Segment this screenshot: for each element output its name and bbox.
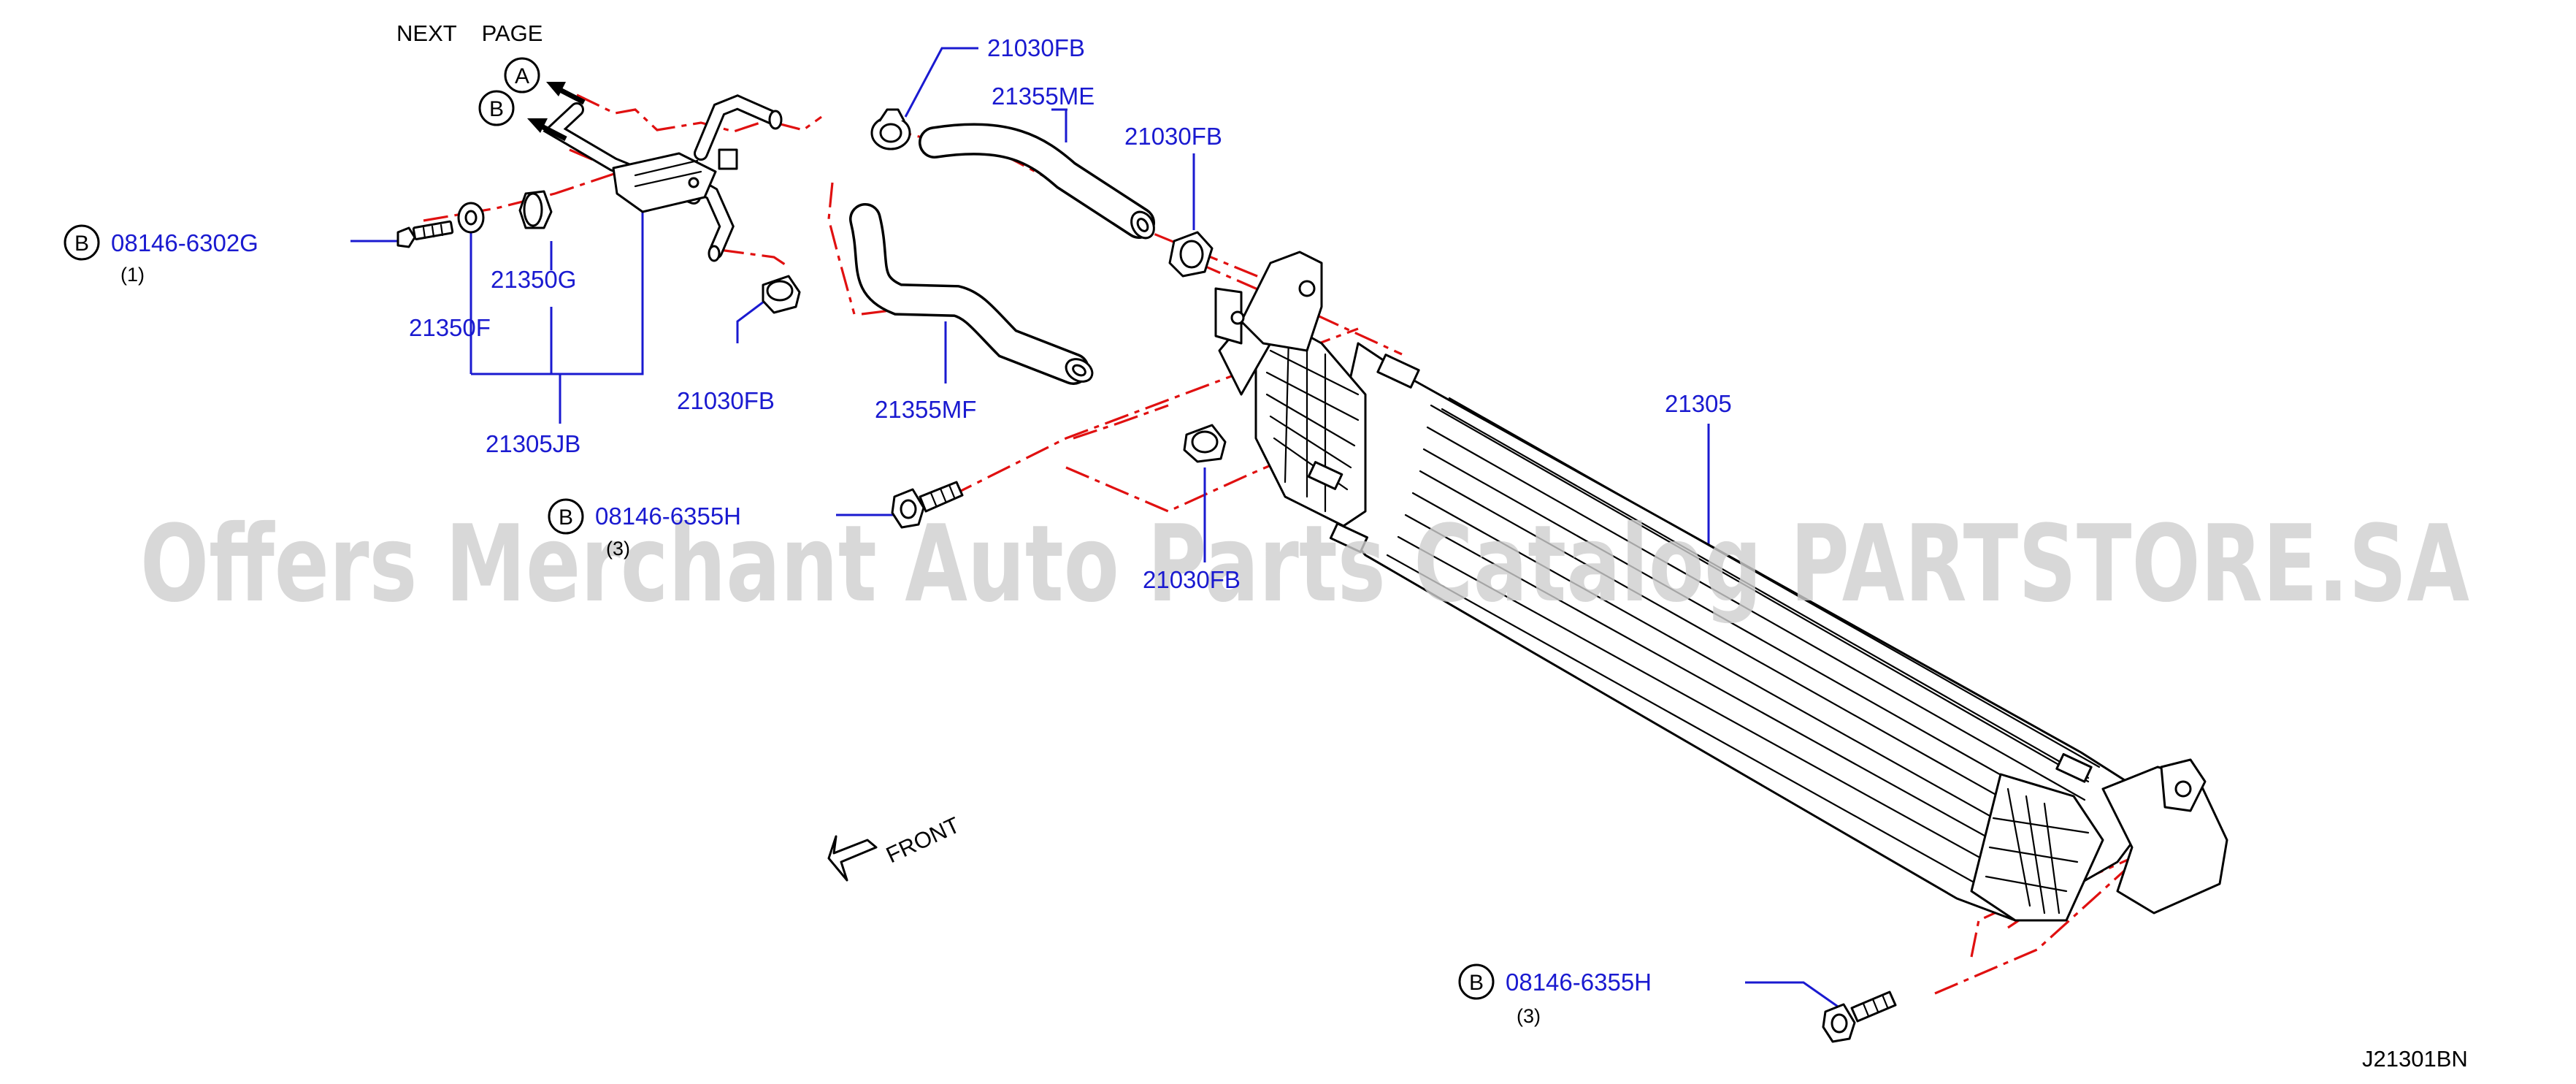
callout-21305jb[interactable]: 21305JB — [486, 430, 580, 457]
qty-08146-6302g: (1) — [120, 264, 145, 286]
next-page-arrows — [527, 82, 586, 142]
washer-21350f — [457, 202, 485, 234]
hose-clamp-bottom — [1183, 424, 1227, 463]
callout-08146-6302g[interactable]: 08146-6302G — [111, 229, 258, 256]
hose-clamp-top — [870, 108, 911, 150]
leader-lines — [350, 47, 1841, 1009]
pipe-bracket-21305jb — [543, 94, 783, 262]
callout-21350g[interactable]: 21350G — [491, 266, 576, 293]
qty-08146-6355h-mid: (3) — [606, 538, 630, 560]
svg-text:B: B — [559, 505, 573, 530]
hose-clamp-lower — [762, 275, 801, 314]
callout-21030fb-me-end[interactable]: 21030FB — [1124, 123, 1222, 150]
callout-08146-6355h-bottom[interactable]: 08146-6355H — [1506, 969, 1652, 996]
callout-21350f[interactable]: 21350F — [409, 314, 491, 341]
svg-text:B: B — [1469, 971, 1484, 995]
bolt-type-badge-mid: B — [548, 498, 584, 535]
hose-clamp-me-end — [1168, 231, 1214, 278]
qty-08146-6355h-bottom: (3) — [1517, 1005, 1541, 1027]
callout-21030fb-bottom[interactable]: 21030FB — [1143, 566, 1241, 593]
front-label: FRONT — [882, 812, 964, 868]
bolt-type-badge-left: B — [64, 224, 100, 261]
bolt-08146-6302g — [396, 220, 454, 248]
bolt-08146-6355h-mid — [891, 481, 964, 529]
callout-21030fb-top[interactable]: 21030FB — [987, 34, 1085, 61]
callout-21030fb-lower[interactable]: 21030FB — [677, 387, 775, 414]
front-arrow-icon — [827, 835, 878, 882]
bolt-type-badge-bottom: B — [1458, 963, 1495, 1000]
grommet-21350g — [518, 190, 553, 229]
hose-21355mf — [849, 203, 1094, 385]
ref-badge-a[interactable]: A — [504, 57, 540, 93]
callout-21355me[interactable]: 21355ME — [992, 83, 1095, 110]
hose-21355me — [919, 123, 1155, 240]
ref-badge-b[interactable]: B — [478, 90, 515, 126]
svg-text:A: A — [515, 64, 529, 88]
diagram-code: J21301BN — [2362, 1046, 2468, 1072]
svg-text:B: B — [489, 97, 504, 121]
svg-text:B: B — [74, 232, 89, 256]
watermark: Offers Merchant Auto Parts Catalog PARTS… — [140, 503, 2469, 626]
callout-08146-6355h-mid[interactable]: 08146-6355H — [595, 503, 741, 530]
next-page-label: NEXT PAGE — [396, 20, 543, 46]
oil-cooler-21305 — [1214, 251, 2228, 922]
callout-21305[interactable]: 21305 — [1665, 390, 1732, 417]
bolt-08146-6355h-bottom — [1822, 991, 1897, 1043]
callout-21355mf[interactable]: 21355MF — [875, 396, 976, 423]
